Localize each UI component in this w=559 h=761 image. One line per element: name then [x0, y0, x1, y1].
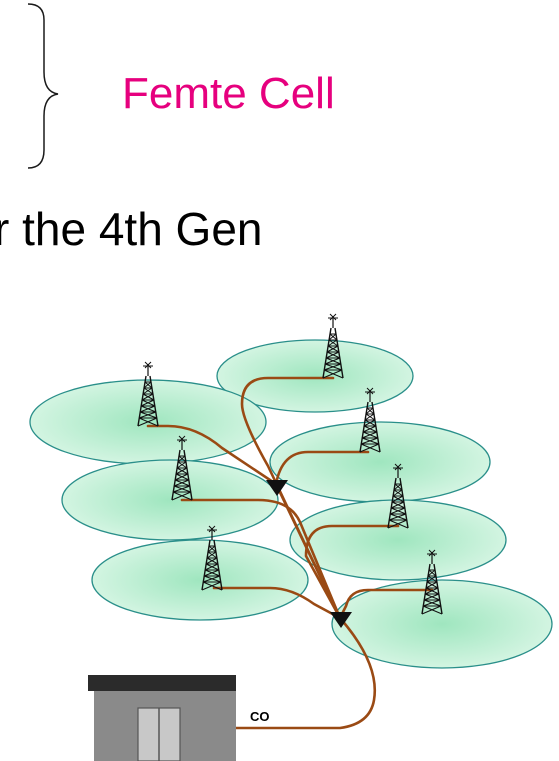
cell-coverage-areas	[29, 339, 553, 669]
cell-area	[91, 539, 309, 621]
backhaul-cable	[240, 376, 342, 620]
cell-area	[289, 499, 507, 581]
cell-area	[61, 459, 279, 541]
cell-area	[331, 579, 553, 669]
backhaul-cable	[234, 616, 377, 730]
cell-area	[269, 421, 491, 503]
backhaul-cable	[274, 450, 370, 486]
backhaul-cable	[304, 524, 400, 620]
central-office-label: CO	[250, 709, 270, 724]
backhaul-cables	[146, 376, 434, 730]
cell-area	[216, 339, 414, 413]
backhaul-cable	[338, 588, 434, 620]
backhaul-cable	[146, 424, 278, 486]
cable-junction-icon	[266, 480, 288, 496]
backhaul-cable	[180, 498, 342, 620]
generation-heading-fragment: r the 4th Gen	[0, 203, 263, 255]
cable-junction-icon	[330, 612, 352, 628]
femto-cell-label: Femte Cell	[122, 69, 335, 118]
backhaul-cable	[212, 586, 342, 620]
curly-brace-icon	[27, 3, 59, 169]
central-office-building-icon	[88, 675, 236, 761]
